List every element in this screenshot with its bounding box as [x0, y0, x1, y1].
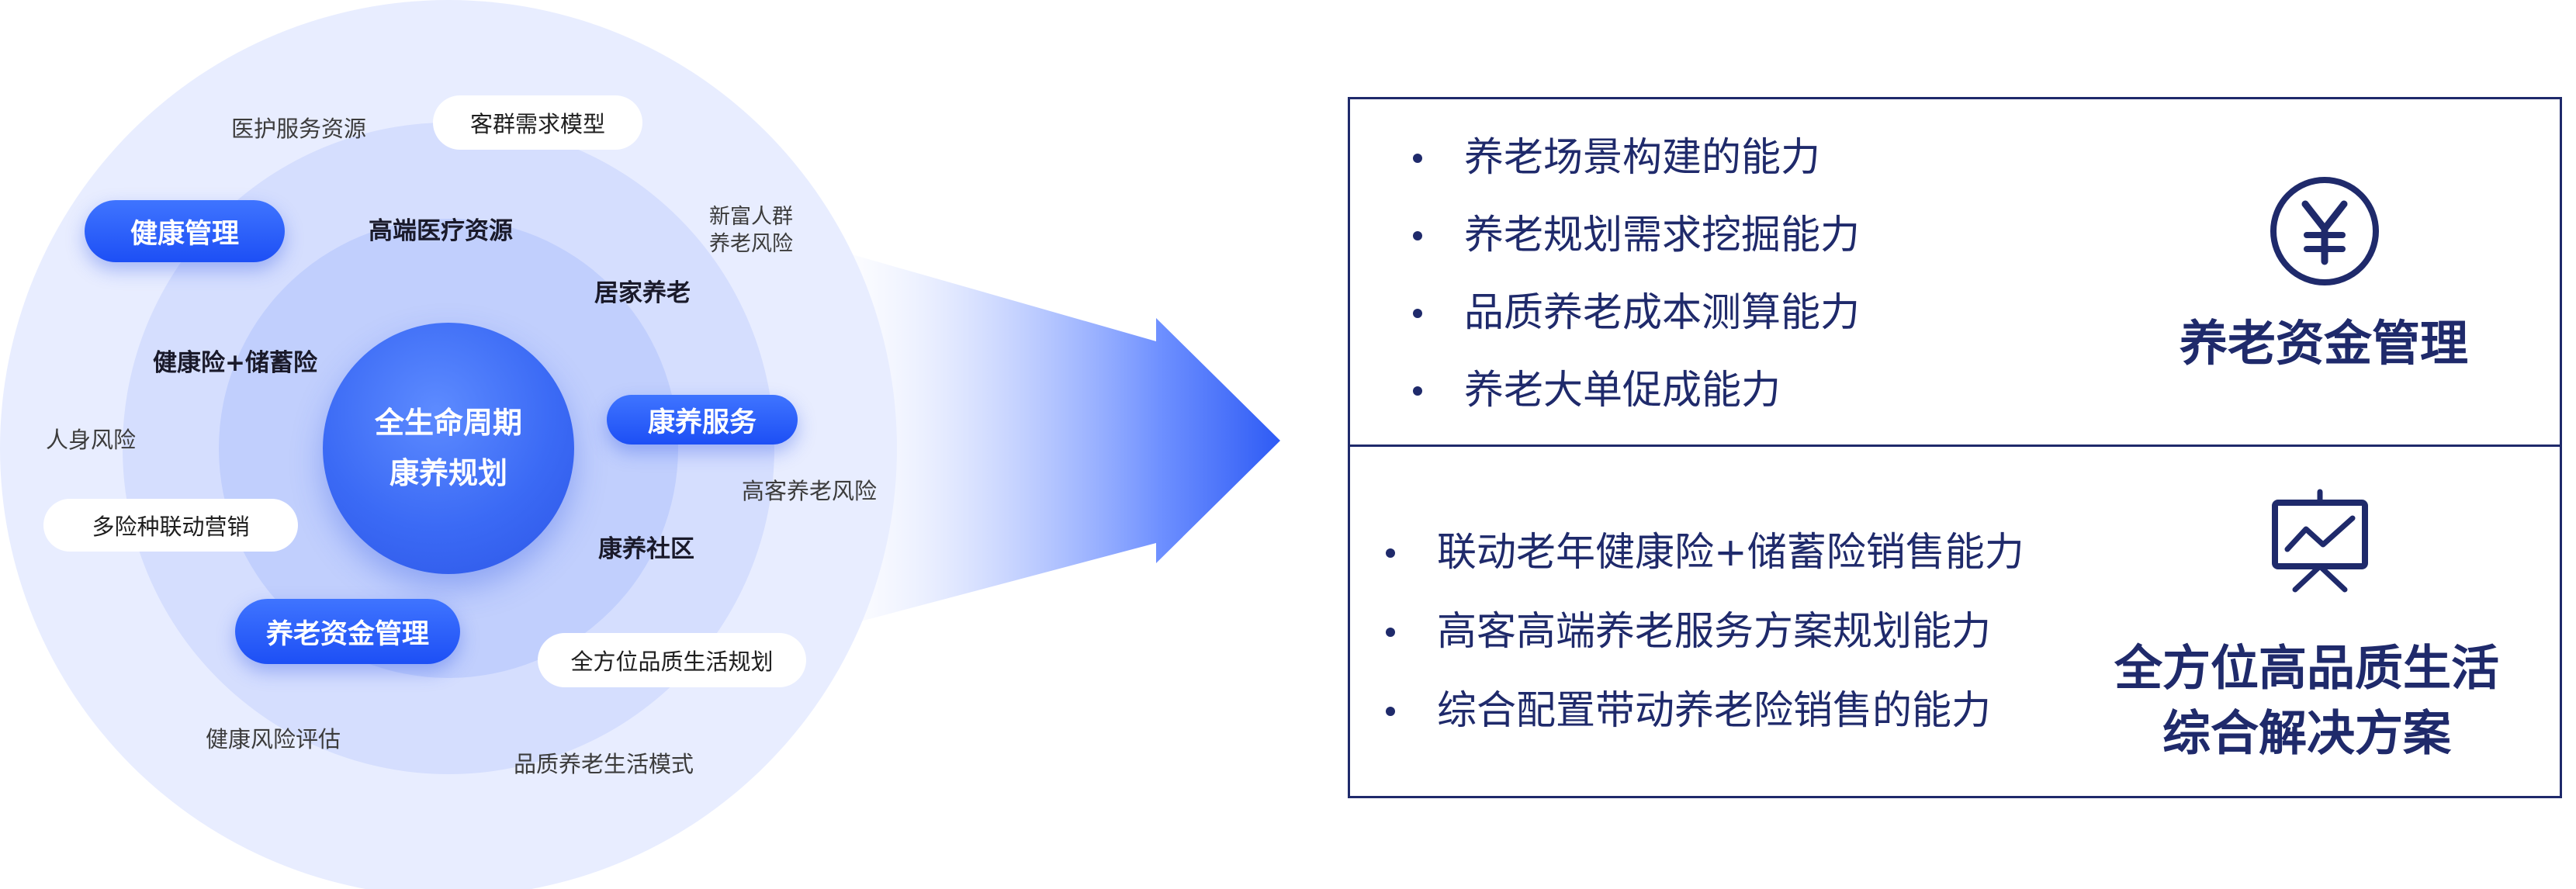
lifestyle-title-line1: 全方位高品质生活: [2114, 639, 2500, 697]
label-medical-resources: 医护服务资源: [230, 116, 367, 143]
yen-coin-icon: [2270, 177, 2379, 285]
pension-fund-capability-list: 养老场景构建的能力 养老规划需求挖掘能力 品质养老成本测算能力 养老大单促成能力: [1408, 138, 1860, 448]
label-care-community: 康养社区: [598, 534, 694, 563]
label-pension-fund-management: 养老资金管理: [235, 599, 460, 664]
lifestyle-solution-title: 全方位高品质生活 综合解决方案: [2114, 635, 2499, 765]
pension-fund-title: 养老资金管理: [2179, 315, 2469, 372]
flow-arrow: [776, 233, 1280, 644]
label-all-round-planning: 全方位品质生活规划: [538, 633, 806, 687]
label-quality-lifestyle: 品质养老生活模式: [513, 751, 694, 778]
label-health-risk-assessment: 健康风险评估: [205, 726, 341, 753]
list-item: 养老场景构建的能力: [1408, 138, 1860, 178]
core-label-line1: 全生命周期: [374, 406, 522, 441]
core-label-line2: 康养规划: [389, 456, 507, 490]
panel-lifestyle-solution: [1348, 444, 2562, 798]
label-personal-risk: 人身风险: [45, 427, 137, 454]
lifestyle-title-line2: 综合解决方案: [2162, 704, 2452, 761]
label-multi-insurance-marketing: 多险种联动营销: [43, 499, 298, 552]
list-item: 品质养老成本测算能力: [1408, 293, 1860, 333]
label-high-end-medical: 高端医疗资源: [369, 216, 513, 245]
label-home-care: 居家养老: [594, 278, 691, 307]
lifestyle-capability-list: 联动老年健康险+储蓄险销售能力 高客高端养老服务方案规划能力 综合配置带动养老险…: [1381, 533, 2024, 770]
label-health-savings: 健康险+储蓄险: [153, 348, 317, 377]
label-new-wealth-risk: 新富人群 养老风险: [709, 204, 793, 256]
label-high-net-pension-risk: 高客养老风险: [741, 478, 878, 505]
list-item: 联动老年健康险+储蓄险销售能力: [1381, 533, 2024, 572]
label-care-services: 康养服务: [607, 395, 798, 444]
list-item: 综合配置带动养老险销售的能力: [1381, 691, 2024, 731]
list-item: 养老规划需求挖掘能力: [1408, 216, 1860, 255]
label-customer-demand-model: 客群需求模型: [433, 95, 642, 150]
list-item: 高客高端养老服务方案规划能力: [1381, 612, 2024, 652]
list-item: 养老大单促成能力: [1408, 371, 1860, 410]
core-circle: 全生命周期 康养规划: [323, 323, 574, 574]
presentation-chart-icon: [2272, 489, 2368, 593]
label-health-management: 健康管理: [85, 200, 285, 262]
